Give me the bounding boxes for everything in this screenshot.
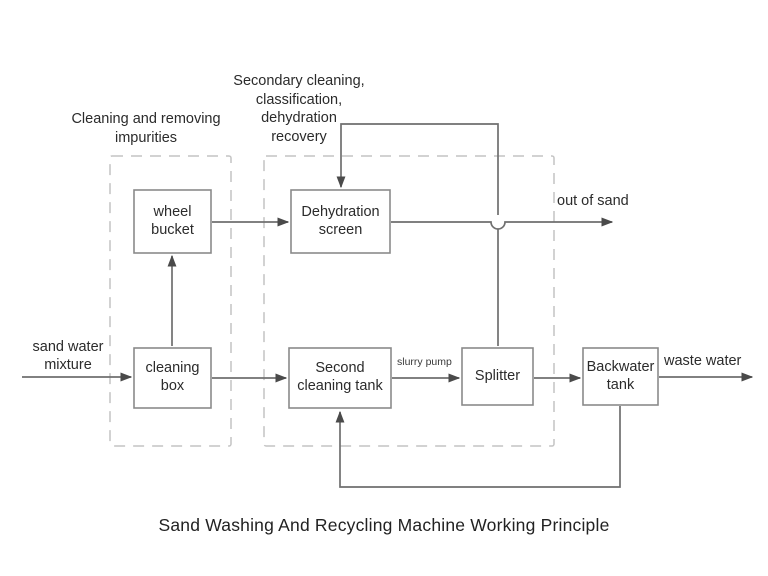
node-dehydration-screen[interactable] [290, 189, 391, 254]
node-backwater-tank[interactable] [582, 347, 659, 406]
group-box-secondary [263, 155, 555, 447]
node-cleaning-box[interactable] [133, 347, 212, 409]
edge-backwater-tank-recycle-to-second-cleaning-tank [335, 406, 621, 488]
figure-title: Sand Washing And Recycling Machine Worki… [158, 515, 610, 535]
io-label-sand-water-mixture: sand water mixture [32, 339, 104, 374]
group-box-cleaning [109, 155, 232, 447]
edge-label-slurry-pump: slurry pump [397, 356, 452, 368]
group-label-secondary: Secondary cleaning, classification, dehy… [233, 73, 365, 145]
group-label-cleaning: Cleaning and removing impurities [71, 111, 221, 146]
node-wheel-bucket[interactable] [133, 189, 212, 254]
io-label-waste-water: waste water [664, 353, 742, 369]
node-splitter[interactable] [461, 347, 534, 406]
node-second-cleaning-tank[interactable] [288, 347, 392, 409]
edge-splitter-recycle-to-dehydration-screen [341, 123, 499, 346]
edge-dehydration-screen-to-out-of-sand [391, 217, 614, 230]
io-label-out-of-sand: out of sand [557, 193, 629, 209]
